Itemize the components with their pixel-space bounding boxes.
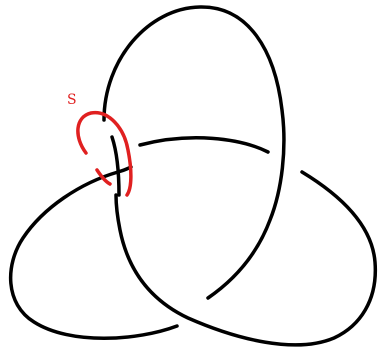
loop-s-label: S [67, 92, 77, 108]
knot-strand-right-lobe [116, 172, 375, 345]
knot-strand-left-lobe [11, 167, 177, 338]
trefoil-knot [11, 7, 376, 345]
loop-s-front-arc [78, 113, 131, 195]
knot-strand-top-lobe [104, 7, 284, 298]
knot-strand-top-lobe-left-under [112, 137, 119, 195]
loop-s [78, 113, 131, 195]
knot-strand-left-lobe-upper-under [140, 138, 268, 152]
